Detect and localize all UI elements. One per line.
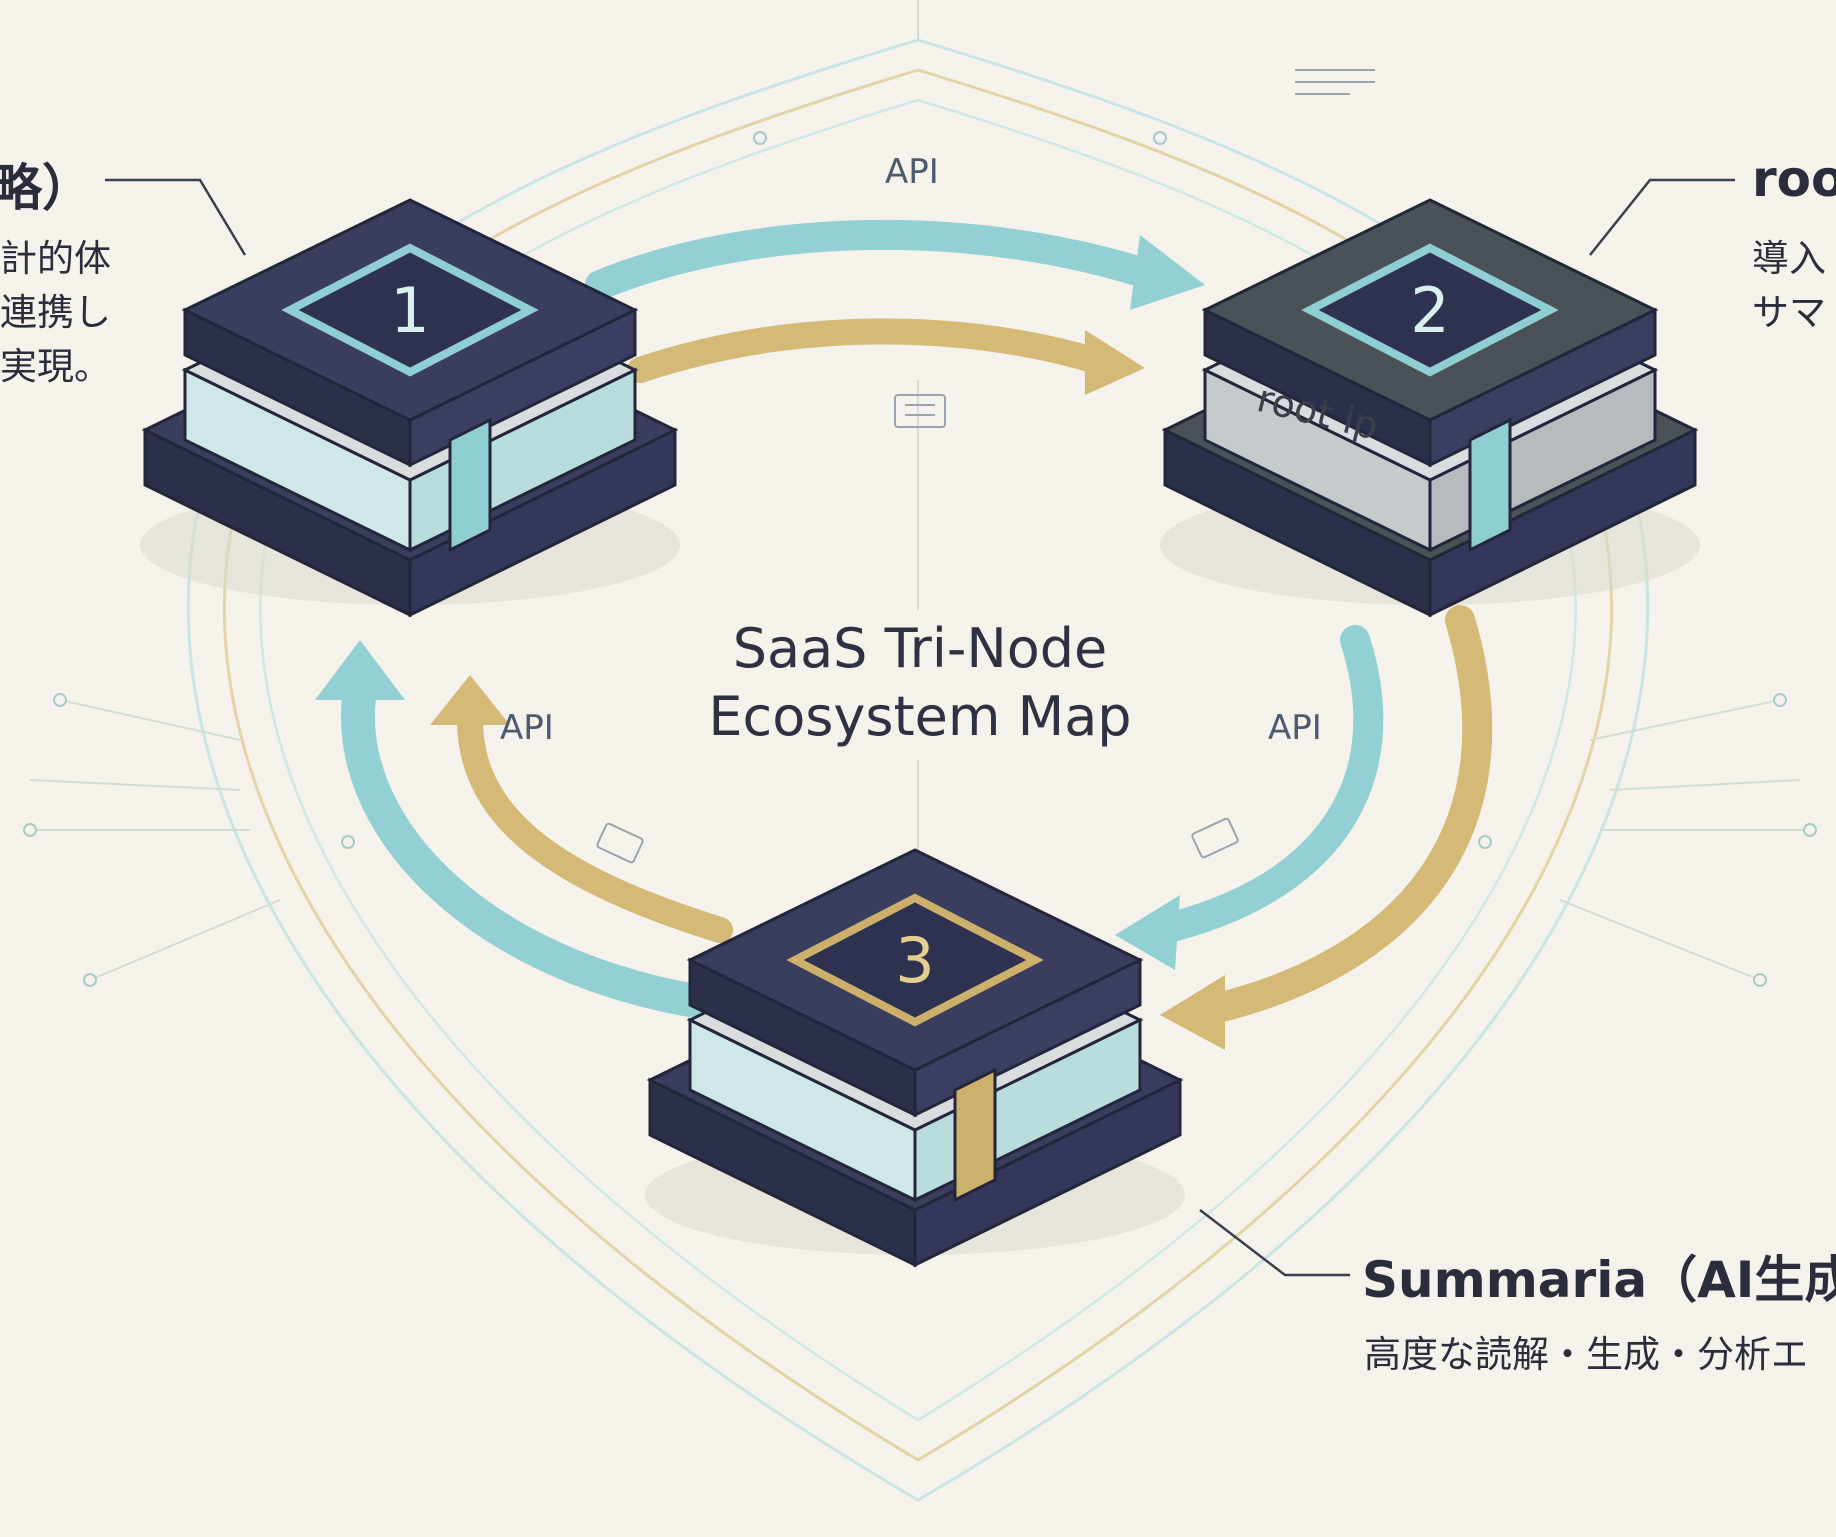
server-node-3: 3 xyxy=(645,848,1185,1268)
node-3-label-title: Summaria（AI生成 xyxy=(1362,1251,1836,1309)
node-2-label-desc: 導入 サマ xyxy=(1752,232,1826,340)
node-1-desc-line: 実現。 xyxy=(0,345,111,388)
server-node-1: 1 xyxy=(140,198,680,618)
node-number-2: 2 xyxy=(1410,274,1449,347)
node-connector-2 xyxy=(1468,417,1512,553)
api-label-left: API xyxy=(500,708,554,748)
api-label-right: API xyxy=(1268,708,1322,748)
node-chip-2 xyxy=(1301,243,1559,377)
node-number-3: 3 xyxy=(895,924,934,997)
node-connector-3 xyxy=(953,1067,997,1203)
node-1-desc-line: 計的体 xyxy=(0,237,111,280)
node-1-desc-line: 連携し xyxy=(0,291,111,334)
node-chip-1 xyxy=(281,243,539,377)
node-2-desc-line: 導入 xyxy=(1752,237,1826,280)
diagram-title: SaaS Tri-Node Ecosystem Map xyxy=(680,615,1160,751)
diagram-title-line-2: Ecosystem Map xyxy=(708,685,1132,748)
node-chip-3 xyxy=(786,893,1044,1027)
node-1-label-title: 略） xyxy=(0,159,92,217)
node-2-label-title: roo xyxy=(1752,150,1836,208)
node-1-label-desc: 計的体 連携し 実現。 xyxy=(0,232,111,394)
node-3-label-desc: 高度な読解・生成・分析エ xyxy=(1364,1333,1808,1376)
node-number-1: 1 xyxy=(390,274,429,347)
node-connector-1 xyxy=(448,417,492,553)
node-2-desc-line: サマ xyxy=(1752,291,1826,334)
diagram-title-line-1: SaaS Tri-Node xyxy=(732,617,1108,680)
api-label-top: API xyxy=(885,152,939,192)
